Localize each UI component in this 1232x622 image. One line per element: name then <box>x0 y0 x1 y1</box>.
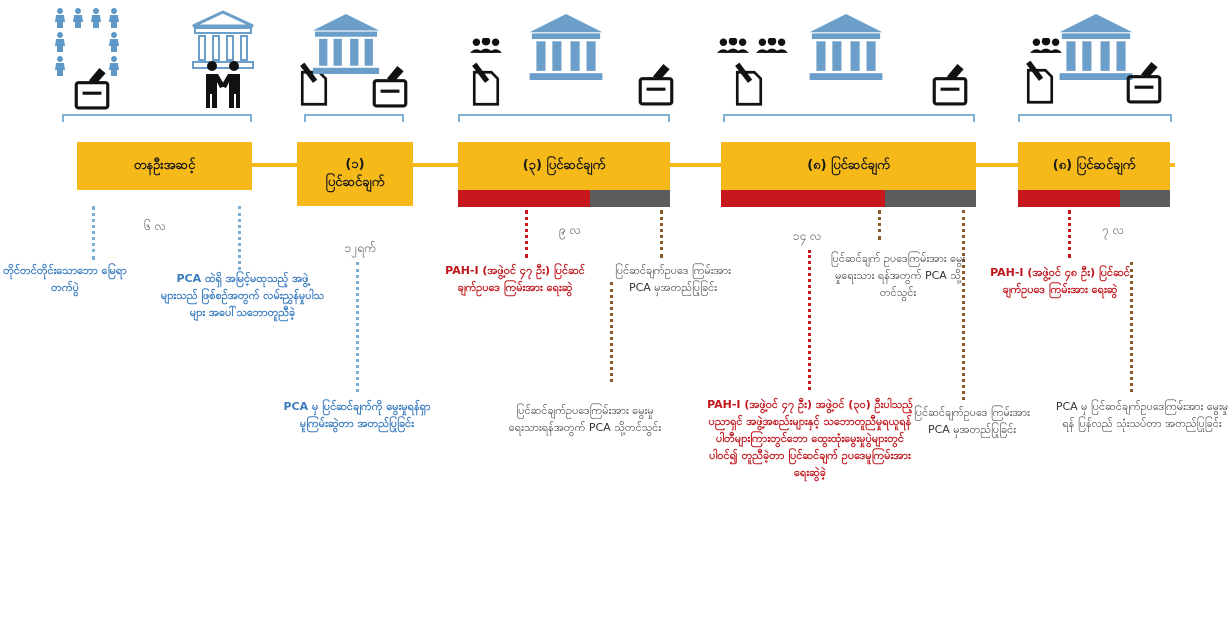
document-pen-icon <box>1024 59 1054 104</box>
note-amend8-approve: ပြင်ဆင်ချက်ဥပဒေ ကြမ်းအား PCA မှအတည်ပြုခြ… <box>914 406 1030 437</box>
stage-bracket <box>1018 114 1172 122</box>
connector <box>962 210 965 400</box>
stage-label: တနဦးအဆင့် <box>133 158 196 174</box>
ballot-box-icon <box>1126 62 1162 104</box>
stage-label: (၈) ပြင်ဆင်ချက် <box>807 158 890 174</box>
ballot-box-icon <box>638 64 674 106</box>
stage-amendment-1: (၁) ပြင်ဆင်ချက် <box>297 142 413 206</box>
ballot-box-icon <box>372 66 408 108</box>
stage-progress-grey <box>590 190 670 207</box>
note-final-red: PAH-I (အဖွဲ့ဝင် ၄၈ ဦး) ပြင်ဆင်ချက်ဥပဒေ က… <box>990 266 1130 297</box>
note-initial-1: တိုင်တင်တိုင်းသောဘော မြေရာတက်ပွဲ <box>3 264 127 295</box>
stage-progress-red <box>1018 190 1120 207</box>
duration-label: ၁၂ရက် <box>344 241 376 255</box>
people-icon <box>470 38 502 53</box>
stage-initial: တနဦးအဆင့် <box>77 142 252 190</box>
note-initial-2: PCA ထဲရှိ အမြင့်မထုသည့် အဖွဲ့များသည် ဖြစ… <box>160 272 325 320</box>
connector <box>525 210 528 258</box>
duration-label: ၉ လ <box>559 223 581 237</box>
stage-label: (၈) ပြင်ဆင်ချက် <box>1052 158 1136 174</box>
note-amend8-red: PAH-I (အဖွဲ့ဝင် ၄၇ ဦး) အဖွဲ့ဝင် (၃၀) ဦးပ… <box>707 398 913 480</box>
handshake-icon <box>206 61 240 108</box>
note-amend8-submit: ပြင်ဆင်ချက် ဥပဒေကြမ်းအား မွေးမှုရေးသား ရ… <box>830 252 966 300</box>
stage-bracket <box>458 114 670 122</box>
duration-label: ၁၄ လ <box>792 229 822 243</box>
stage-bracket <box>304 114 404 122</box>
connector <box>808 250 811 390</box>
stage-progress-red <box>458 190 590 207</box>
people-icon <box>717 38 749 53</box>
ballot-box-icon <box>74 68 110 110</box>
stage-amendment-8a: (၈) ပြင်ဆင်ချက် <box>721 142 976 190</box>
stage-label-line2: ပြင်ဆင်ချက် <box>325 175 385 190</box>
stage-progress-grey <box>885 190 976 207</box>
duration-label: ၆ လ <box>144 219 166 233</box>
connector <box>1130 262 1133 392</box>
stage-bracket <box>723 114 975 122</box>
connector <box>878 210 881 240</box>
stage-amendment-3: (၃) ပြင်ဆင်ချက် <box>458 142 670 190</box>
note-amend3-red: PAH-I (အဖွဲ့ဝင် ၄၇ ဦး) ပြင်ဆင်ချက်ဥပဒေ က… <box>445 264 585 295</box>
stage-progress-grey <box>1120 190 1170 207</box>
parliament-icon <box>809 14 883 80</box>
document-pen-icon <box>733 61 763 106</box>
parliament-icon <box>529 14 603 80</box>
ballot-box-icon <box>932 64 968 106</box>
stage-bracket <box>62 114 252 122</box>
stage-progress-red <box>721 190 885 207</box>
stage-amendment-8b: (၈) ပြင်ဆင်ချက် <box>1018 142 1170 190</box>
note-final-approve: PCA မှ ပြင်ဆင်ချက်ဥပဒေကြမ်းအား မွေးမှုရန… <box>1055 400 1229 431</box>
connector <box>356 262 359 392</box>
parliament-icon <box>312 14 380 74</box>
connector <box>660 210 663 258</box>
connector <box>1068 210 1071 258</box>
note-amend3-submit: ပြင်ဆင်ချက်ဥပဒေကြမ်းအား မွေးမှုရေးသားရန်… <box>508 404 662 435</box>
parliament-icon <box>1059 14 1133 80</box>
stage-label-line1: (၁) <box>345 157 365 173</box>
people-icon <box>756 38 788 53</box>
note-amend1: PCA မှ ပြင်ဆင်ချက်ကို မွေးမှုရန်ရှာ မူကြ… <box>283 400 431 431</box>
connector <box>238 206 241 270</box>
connector <box>610 282 613 382</box>
timeline-line <box>175 163 1175 167</box>
stage-label: (၃) ပြင်ဆင်ချက် <box>522 158 606 174</box>
duration-label: ၇ လ <box>1102 223 1124 237</box>
document-pen-icon <box>470 61 500 106</box>
note-amend3-approve: ပြင်ဆင်ချက်ဥပဒေ ကြမ်းအား PCA မှအတည်ပြုခြ… <box>615 264 731 295</box>
connector <box>92 206 95 260</box>
